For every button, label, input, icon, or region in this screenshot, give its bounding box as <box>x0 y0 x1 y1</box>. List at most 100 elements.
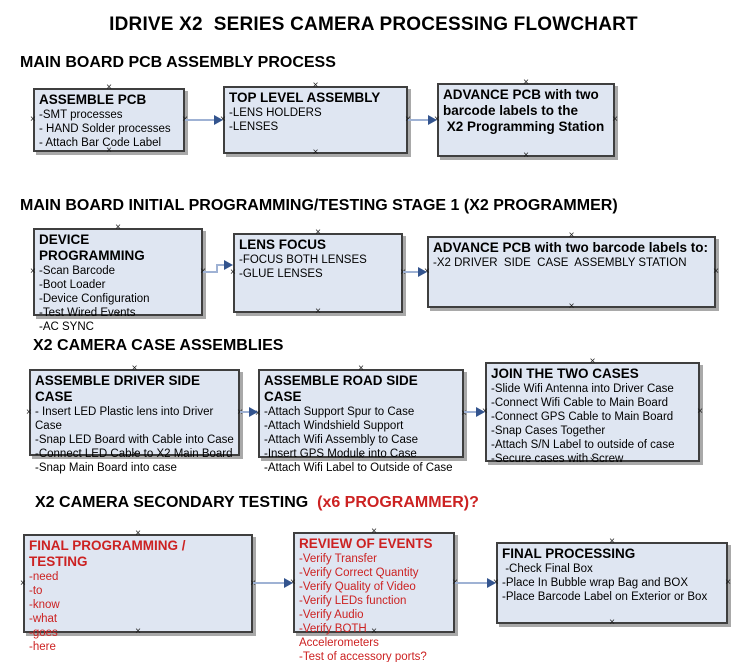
box-item: -Snap Cases Together <box>491 425 606 437</box>
arrowhead-icon <box>487 578 496 588</box>
connection-point-icon: × <box>371 526 377 537</box>
connection-point-icon: × <box>131 449 138 460</box>
flow-box-advance-to-case-assembly: ADVANCE PCB with two barcode labels to: … <box>424 231 719 312</box>
box-item: -Attach S/N Label to outside of case <box>491 439 675 451</box>
box-item: -Attach Wifi Label to Outside of Case <box>264 462 453 474</box>
box-item: -FOCUS BOTH LENSES <box>239 254 367 266</box>
arrow-connector-step-line <box>203 271 218 273</box>
flow-box-final-programming-testing: FINAL PROGRAMMING / TESTING -need -to -k… <box>20 529 256 654</box>
box-item: -goes <box>29 627 58 639</box>
section-header-initial-programming: MAIN BOARD INITIAL PROGRAMMING/TESTING S… <box>20 197 618 214</box>
connection-point-icon: × <box>612 114 618 125</box>
connection-point-icon: × <box>230 267 236 278</box>
box-item: -what <box>29 613 58 625</box>
connection-point-icon: × <box>371 626 377 637</box>
box-item: -Snap LED Board with Cable into Case <box>35 434 234 446</box>
flow-box-lens-focus: LENS FOCUS -FOCUS BOTH LENSES -GLUE LENS… <box>230 228 406 317</box>
connection-point-icon: × <box>358 363 364 374</box>
box-title: ADVANCE PCB with two barcode labels to t… <box>443 87 605 134</box>
connection-point-icon: × <box>713 266 719 277</box>
arrow-connector-line <box>185 119 214 121</box>
box-title: LENS FOCUS <box>239 237 327 252</box>
flow-box-device-programming: DEVICE PROGRAMMING -Scan Barcode -Boot L… <box>30 223 206 334</box>
box-item: -Connect LED Cable to X2 Main Board <box>35 448 233 460</box>
connection-point-icon: × <box>30 266 36 277</box>
connection-point-icon: × <box>20 577 26 589</box>
box-title: ASSEMBLE PCB <box>39 92 147 107</box>
section-header-secondary-testing: X2 CAMERA SECONDARY TESTING (x6 PROGRAMM… <box>35 494 479 512</box>
connection-point-icon: × <box>135 626 141 637</box>
arrow-connector-step-line <box>216 264 218 273</box>
arrow-connector-line <box>403 271 418 273</box>
arrow-connector-line <box>408 119 428 121</box>
arrow-connector-step-line <box>216 264 224 266</box>
box-title: REVIEW OF EVENTS <box>299 536 433 551</box>
box-item: -Verify LEDs function <box>299 595 407 607</box>
arrowhead-icon <box>224 260 233 270</box>
flow-box-review-of-events: REVIEW OF EVENTS -Verify Transfer -Verif… <box>290 526 458 662</box>
box-item: -LENSES <box>229 121 279 133</box>
connection-point-icon: × <box>358 451 364 462</box>
arrowhead-icon <box>476 407 485 417</box>
box-item: -Attach Windshield Support <box>264 420 404 432</box>
box-item: -Place In Bubble wrap Bag and BOX <box>502 577 689 589</box>
box-item: -Device Configuration <box>39 293 150 305</box>
box-title: ADVANCE PCB with two barcode labels to: <box>433 240 709 255</box>
arrow-connector-line <box>455 582 487 584</box>
arrowhead-icon <box>428 115 437 125</box>
connection-point-icon: × <box>106 82 112 93</box>
connection-point-icon: × <box>589 455 596 466</box>
flow-box-advance-to-programming-station: ADVANCE PCB with two barcode labels to t… <box>434 77 618 161</box>
flow-box-join-the-two-cases: JOIN THE TWO CASES -Slide Wifi Antenna i… <box>482 357 703 466</box>
section-header-red-part: (x6 PROGRAMMER)? <box>317 494 479 511</box>
box-item: -Verify Audio <box>299 609 364 621</box>
box-item: -Scan Barcode <box>39 265 116 277</box>
box-item: -Verify BOTH Accelerometers <box>299 623 379 649</box>
box-item: -LENS HOLDERS <box>229 107 322 119</box>
box-item: -Secure cases with Screw <box>491 453 624 465</box>
box-item: -here <box>29 641 56 653</box>
connection-point-icon: × <box>568 301 575 312</box>
arrowhead-icon <box>249 407 258 417</box>
box-item: -Verify Quality of Video <box>299 581 416 593</box>
connection-point-icon: × <box>461 407 467 419</box>
arrow-connector-line <box>464 411 476 413</box>
box-item: - Insert LED Plastic lens into Driver Ca… <box>35 406 217 432</box>
box-title: JOIN THE TWO CASES <box>491 366 639 381</box>
box-item: -Slide Wifi Antenna into Driver Case <box>491 383 674 395</box>
box-item: -Connect GPS Cable to Main Board <box>491 411 674 423</box>
box-title: ASSEMBLE DRIVER SIDE CASE <box>35 373 204 404</box>
box-item: -Connect Wifi Cable to Main Board <box>491 397 669 409</box>
arrowhead-icon <box>284 578 293 588</box>
box-item: -AC SYNC <box>39 321 94 333</box>
connection-point-icon: × <box>30 114 36 125</box>
box-item: -SMT processes <box>39 109 123 121</box>
box-item: -GLUE LENSES <box>239 268 323 280</box>
box-item: -Place Barcode Label on Exterior or Box <box>502 591 708 603</box>
connection-point-icon: × <box>312 80 319 91</box>
page-title: IDRIVE X2 SERIES CAMERA PROCESSING FLOWC… <box>109 14 638 35</box>
box-item: -Attach Support Spur to Case <box>264 406 415 418</box>
connection-point-icon: × <box>106 145 112 156</box>
connection-point-icon: × <box>609 536 615 547</box>
box-item: -Check Final Box <box>502 563 593 575</box>
arrowhead-icon <box>214 115 223 125</box>
box-item: -Insert GPS Module into Case <box>264 448 417 460</box>
flow-box-top-level-assembly: TOP LEVEL ASSEMBLY -LENS HOLDERS -LENSES… <box>220 80 411 158</box>
flow-box-final-processing: FINAL PROCESSING -Check Final Box -Place… <box>493 536 731 628</box>
connection-point-icon: × <box>523 150 529 161</box>
box-item: -to <box>29 585 43 597</box>
connection-point-icon: × <box>523 77 529 88</box>
box-item: -X2 DRIVER SIDE CASE ASSEMBLY STATION <box>433 257 687 269</box>
connection-point-icon: × <box>115 309 121 320</box>
box-title: ASSEMBLE ROAD SIDE CASE <box>264 373 422 404</box>
box-title: TOP LEVEL ASSEMBLY <box>229 90 381 105</box>
box-item: -Attach Wifi Assembly to Case <box>264 434 419 446</box>
flow-box-assemble-driver-side-case: ASSEMBLE DRIVER SIDE CASE - Insert LED P… <box>26 364 243 475</box>
section-header-case-assemblies: X2 CAMERA CASE ASSEMBLIES <box>33 337 284 354</box>
box-item: -Snap Main Board into case <box>35 462 177 474</box>
section-header-black-part: X2 CAMERA SECONDARY TESTING <box>35 494 318 511</box>
section-header-pcb-assembly: MAIN BOARD PCB ASSEMBLY PROCESS <box>20 54 336 71</box>
arrow-connector-line <box>240 411 249 413</box>
